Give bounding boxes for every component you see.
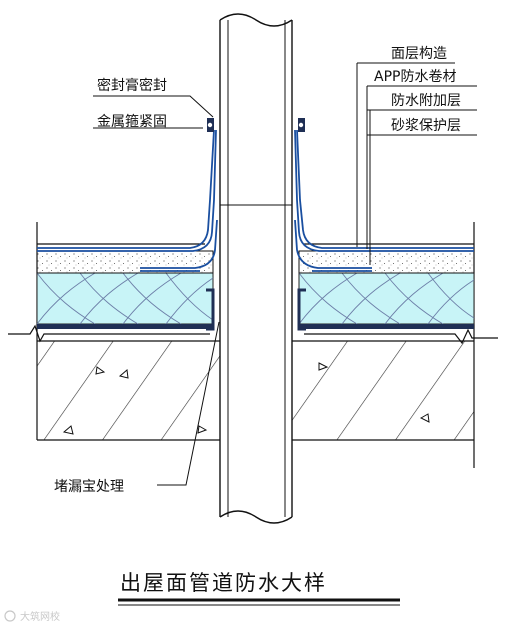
watermark: 大筑网校 — [4, 610, 60, 623]
right-labels: 面层构造 APP防水卷材 防水附加层 砂浆保护层 — [374, 46, 461, 134]
title-block: 出屋面管道防水大样 — [118, 571, 400, 606]
label-mortar: 砂浆保护层 — [391, 118, 461, 134]
label-clamp: 金属箍紧固 — [97, 113, 167, 130]
label-membrane: APP防水卷材 — [374, 69, 456, 85]
label-additional: 防水附加层 — [391, 93, 461, 109]
watermark-text: 大筑网校 — [20, 610, 60, 623]
left-labels: 密封膏密封 金属箍紧固 堵漏宝处理 — [54, 77, 167, 495]
base-membrane — [37, 288, 474, 331]
mortar-layer — [36, 250, 475, 274]
label-surface: 面层构造 — [391, 46, 447, 62]
watermark-logo-icon — [4, 610, 16, 622]
label-sealant: 密封膏密封 — [97, 77, 167, 94]
leader-lines — [93, 62, 477, 486]
insulation-layer — [36, 272, 475, 325]
pipe — [219, 13, 293, 524]
app-membrane — [37, 129, 474, 272]
drawing-title: 出屋面管道防水大样 — [120, 571, 327, 595]
concrete-slab — [37, 340, 474, 441]
label-plug: 堵漏宝处理 — [54, 479, 124, 495]
metal-clamp — [207, 118, 305, 132]
